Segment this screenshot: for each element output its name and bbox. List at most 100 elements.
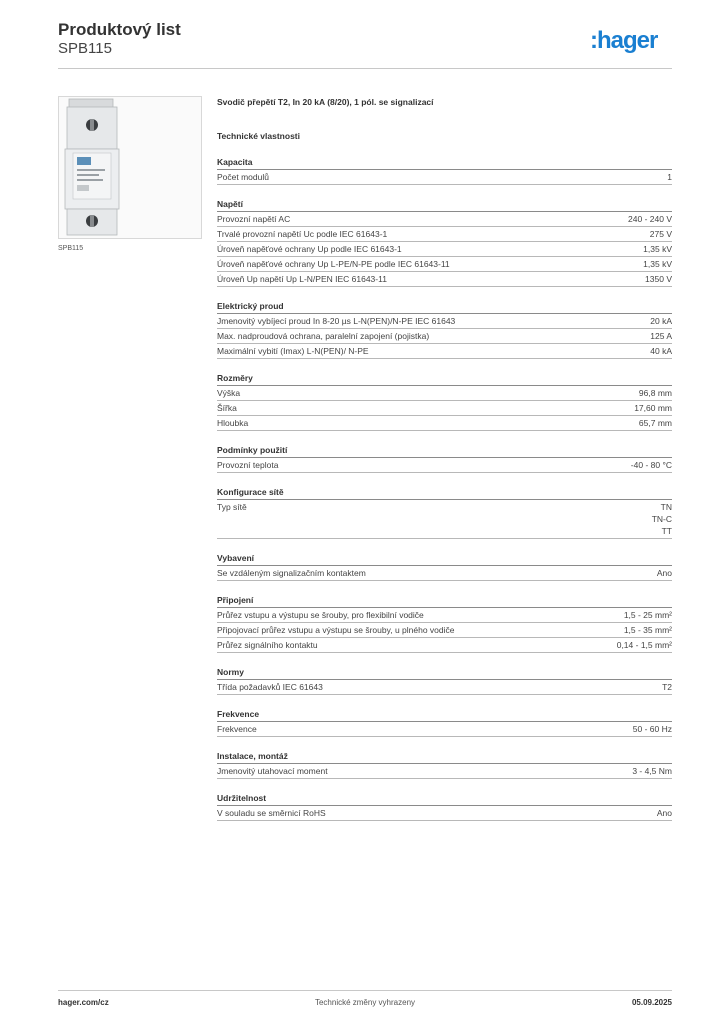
spec-label: Počet modulů: [217, 172, 269, 182]
spec-value: 1: [667, 171, 672, 183]
spec-value-line: 240 - 240 V: [628, 214, 672, 224]
product-code: SPB115: [58, 40, 112, 57]
product-image: [58, 96, 202, 239]
spec-label: Průřez vstupu a výstupu se šrouby, pro f…: [217, 610, 424, 620]
spec-value: 1,35 kV: [643, 258, 672, 270]
spec-label: Provozní napětí AC: [217, 214, 291, 224]
section-title: Normy: [217, 666, 672, 680]
hager-logo: :hager: [590, 27, 659, 54]
spec-label: V souladu se směrnicí RoHS: [217, 808, 326, 818]
spec-value-line: Ano: [656, 808, 672, 818]
spec-value-line: 50 - 60 Hz: [632, 724, 672, 734]
spec-label: Provozní teplota: [217, 460, 279, 470]
footer-divider: [58, 990, 672, 991]
spec-value-line: 17,60 mm: [634, 403, 672, 413]
spec-label: Max. nadproudová ochrana, paralelní zapo…: [217, 331, 430, 341]
spec-row: Jmenovitý vybíjecí proud In 8-20 µs L-N(…: [217, 314, 672, 329]
spec-value-line: TN-C: [651, 514, 672, 524]
spec-label: Šířka: [217, 403, 237, 413]
spec-value: 1,5 - 25 mm²: [624, 609, 672, 621]
spec-value: 40 kA: [650, 345, 672, 357]
spec-value-line: 20 kA: [650, 316, 672, 326]
spec-row: Maximální vybití (Imax) L-N(PEN)/ N-PE 40…: [217, 344, 672, 359]
section-title: Podmínky použití: [217, 444, 672, 458]
spec-value-line: 96,8 mm: [638, 388, 672, 398]
document-title: Produktový list: [58, 20, 181, 39]
spec-value-line: 1,5 - 35 mm²: [623, 625, 672, 635]
spec-value: 65,7 mm: [639, 417, 672, 429]
spec-value: 275 V: [650, 228, 672, 240]
spec-row: Max. nadproudová ochrana, paralelní zapo…: [217, 329, 672, 344]
spec-value-line: 1: [667, 172, 672, 182]
spec-row: Se vzdáleným signalizačním kontaktem Ano: [217, 566, 672, 581]
spec-value-line: 0,14 - 1,5 mm²: [616, 640, 672, 650]
spec-label: Hloubka: [217, 418, 249, 428]
spec-label: Úroveň napěťové ochrany Up L-PE/N-PE pod…: [217, 259, 450, 269]
spec-value: 3 - 4,5 Nm: [632, 765, 672, 777]
spec-label: Jmenovitý utahovací moment: [217, 766, 328, 776]
spec-row: Frekvence 50 - 60 Hz: [217, 722, 672, 737]
spec-label: Jmenovitý vybíjecí proud In 8-20 µs L-N(…: [217, 316, 456, 326]
spec-value-line: 3 - 4,5 Nm: [632, 766, 672, 776]
spec-label: Se vzdáleným signalizačním kontaktem: [217, 568, 366, 578]
spec-value-line: 125 A: [650, 331, 672, 341]
spec-value: T2: [662, 681, 672, 693]
spec-label: Průřez signálního kontaktu: [217, 640, 318, 650]
spec-label: Typ sítě: [217, 502, 247, 512]
page-header: Produktový list SPB115 :hager: [58, 20, 672, 70]
spec-label: Trvalé provozní napětí Uc podle IEC 6164…: [217, 229, 388, 239]
hager-logo-text: :hager: [590, 27, 658, 54]
technical-properties-heading: Technické vlastnosti: [217, 131, 300, 141]
spec-value-line: TN: [660, 502, 672, 512]
spec-value-line: 40 kA: [650, 346, 672, 356]
spec-value-line: 65,7 mm: [638, 418, 672, 428]
spec-row: Hloubka 65,7 mm: [217, 416, 672, 431]
spec-value-line: 1,35 kV: [643, 244, 672, 254]
spec-row: Provozní napětí AC 240 - 240 V: [217, 212, 672, 227]
section-title: Napětí: [217, 198, 672, 212]
spec-row: Průřez signálního kontaktu 0,14 - 1,5 mm²: [217, 638, 672, 653]
spec-label: Úroveň napěťové ochrany Up podle IEC 616…: [217, 244, 402, 254]
image-caption: SPB115: [58, 245, 84, 252]
section-title: Vybavení: [217, 552, 672, 566]
spec-row: Provozní teplota -40 - 80 °C: [217, 458, 672, 473]
spec-value: 1350 V: [645, 273, 672, 285]
spec-label: Maximální vybití (Imax) L-N(PEN)/ N-PE: [217, 346, 369, 356]
spec-value: 96,8 mm: [639, 387, 672, 399]
spec-value: -40 - 80 °C: [631, 459, 672, 471]
spec-value-line: Ano: [656, 568, 672, 578]
spec-row: Jmenovitý utahovací moment 3 - 4,5 Nm: [217, 764, 672, 779]
spec-value: 1,35 kV: [643, 243, 672, 255]
spec-row: Průřez vstupu a výstupu se šrouby, pro f…: [217, 608, 672, 623]
spec-value: 1,5 - 35 mm²: [624, 624, 672, 636]
spec-section: Udržitelnost V souladu se směrnicí RoHS An…: [217, 792, 672, 821]
spec-row: Úroveň napěťové ochrany Up podle IEC 616…: [217, 242, 672, 257]
section-title: Frekvence: [217, 708, 672, 722]
spec-value: 0,14 - 1,5 mm²: [617, 639, 672, 651]
footer-website: hager.com/cz: [58, 998, 109, 1007]
spec-value: 240 - 240 V: [628, 213, 672, 225]
spec-label: Frekvence: [217, 724, 257, 734]
spec-row: Počet modulů 1: [217, 170, 672, 185]
spec-row: Šířka 17,60 mm: [217, 401, 672, 416]
surge-arrester-module-icon: [64, 97, 120, 238]
spec-value-line: 1,35 kV: [643, 259, 672, 269]
spec-row: Třída požadavků IEC 61643 T2: [217, 680, 672, 695]
spec-label: Třída požadavků IEC 61643: [217, 682, 323, 692]
spec-value: 50 - 60 Hz: [633, 723, 672, 735]
section-title: Udržitelnost: [217, 792, 672, 806]
spec-row: Trvalé provozní napětí Uc podle IEC 6164…: [217, 227, 672, 242]
